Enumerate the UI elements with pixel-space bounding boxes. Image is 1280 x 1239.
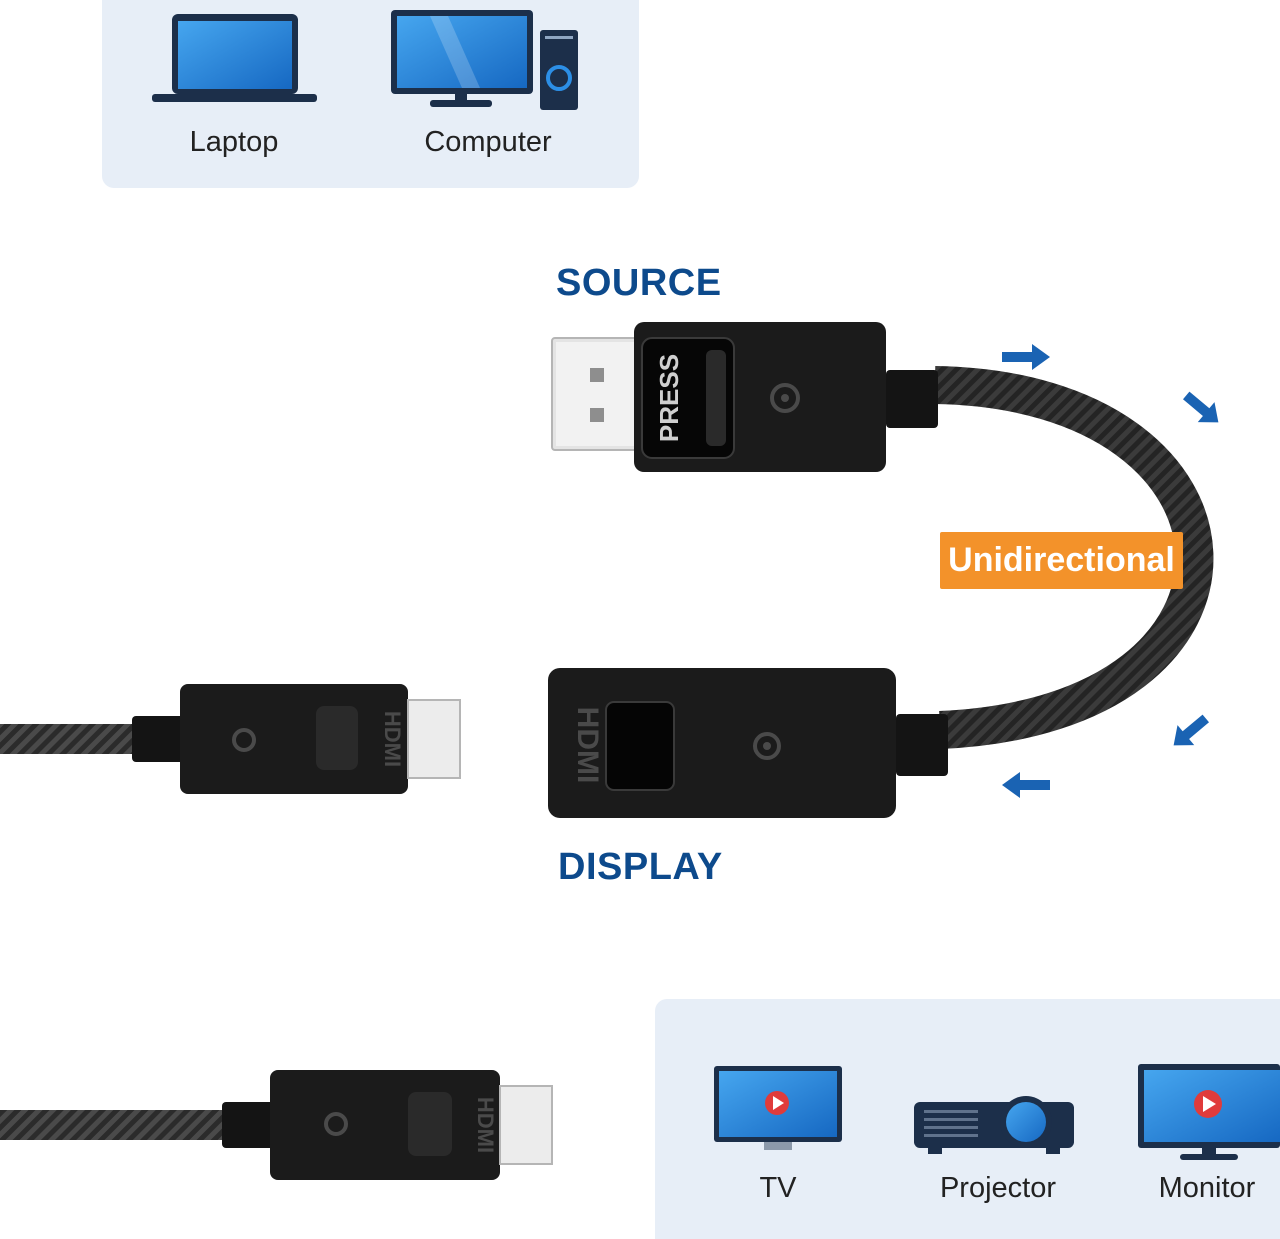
tv-icon (714, 1066, 842, 1150)
monitor-label: Monitor (1158, 1172, 1256, 1204)
unidirectional-badge: Unidirectional (940, 532, 1183, 589)
hdmi-label-bottom: HDMI (473, 1097, 498, 1153)
direction-arrows (1002, 344, 1219, 798)
arrow-down-right-icon (1182, 391, 1219, 423)
display-icons-layer (714, 1064, 1280, 1160)
braided-cable-loop (934, 366, 1214, 749)
arrow-left-icon (1002, 772, 1050, 798)
computer-label: Computer (424, 126, 552, 158)
arrow-down-left-icon (1173, 714, 1210, 746)
desktop-computer-icon (391, 10, 578, 110)
laptop-icon (152, 14, 317, 102)
source-heading: SOURCE (556, 262, 722, 304)
hdmi-adapter-housing: HDMI (548, 668, 948, 818)
press-label: PRESS (654, 354, 684, 442)
display-heading: DISPLAY (558, 846, 723, 888)
hdmi-label-adapter: HDMI (571, 707, 604, 784)
hdmi-cable-middle: HDMI (0, 684, 461, 794)
arrow-right-icon (1002, 344, 1050, 370)
hdmi-cable-bottom: HDMI (0, 1070, 553, 1180)
tv-label: TV (759, 1172, 797, 1204)
laptop-label: Laptop (189, 126, 279, 158)
monitor-icon (1138, 1064, 1280, 1160)
illustration-layer: PRESS HDMI HDMI HDMI (0, 10, 1219, 1180)
hdmi-label-middle: HDMI (380, 711, 405, 767)
projector-icon (914, 1096, 1074, 1154)
projector-label: Projector (939, 1172, 1057, 1204)
displayport-connector: PRESS (551, 322, 938, 472)
